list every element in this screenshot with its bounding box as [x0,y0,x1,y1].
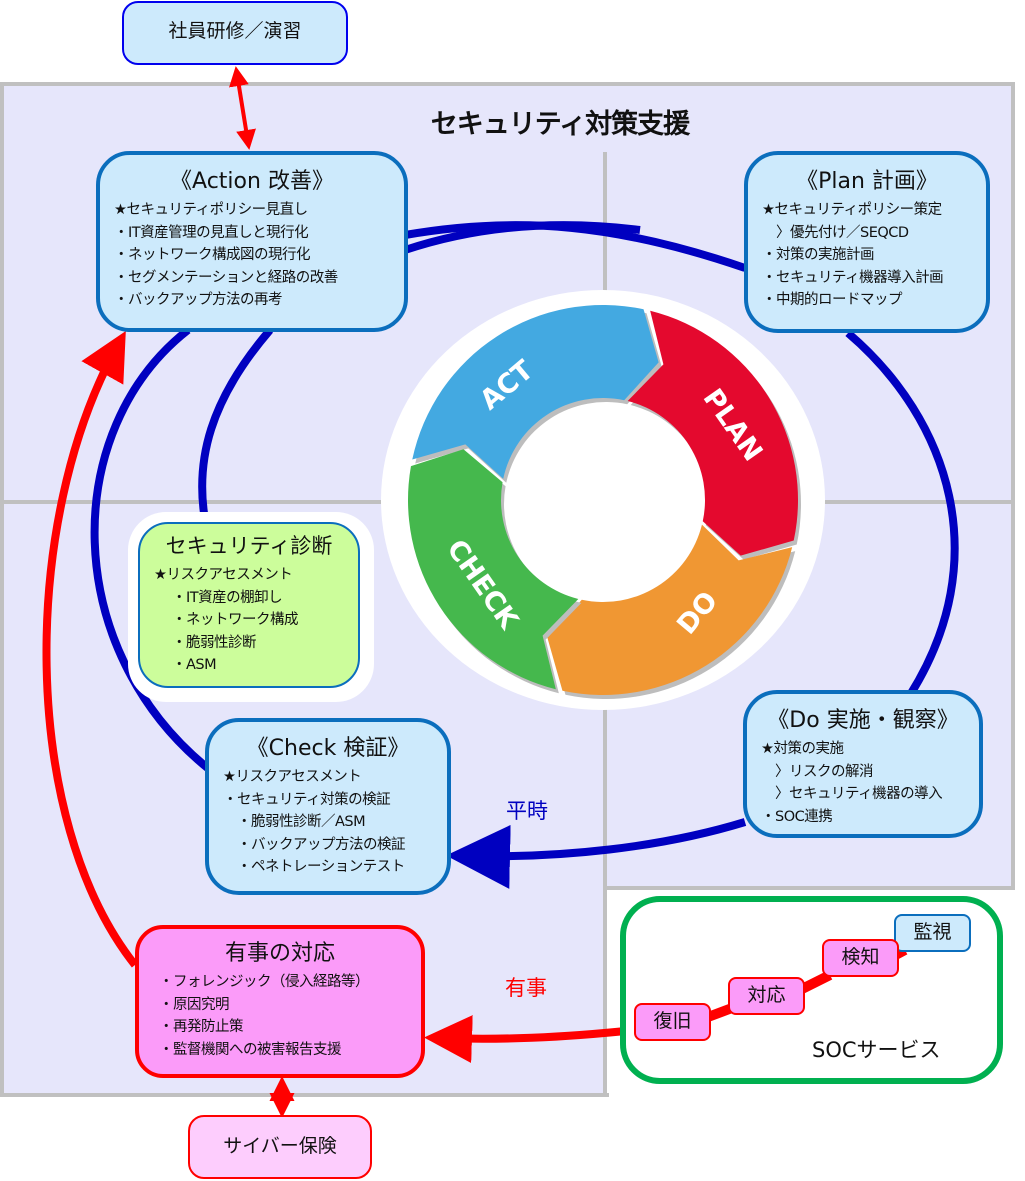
list-item: ・対策の実施計画 [762,247,875,263]
emergency-response-title: 有事の対応 [224,941,335,966]
list-item: ・フォレンジック（侵入経路等） [159,974,370,990]
diagnosis-box: セキュリティ診断 ★リスクアセスメント・IT資産の棚卸し・ネットワーク構成・脆弱… [138,522,360,688]
normal-flow-arrow [446,818,747,889]
list-item: ・監督機関への被害報告支援 [159,1041,342,1058]
normal-cycle-top-2 [403,221,641,254]
panel-border-right [1011,82,1015,890]
list-item: ★セキュリティポリシー見直し [114,202,308,218]
list-item: ★リスクアセスメント [223,769,362,785]
list-item: ・IT資産管理の見直しと現行化 [114,224,309,241]
soc-step-monitor: 監視 [894,914,971,952]
cycle-segment-act [412,305,659,479]
plan-phase-box: 《Plan 計画》 ★セキュリティポリシー策定〉優先付け／SEQCD ・対策の実施… [744,151,990,333]
list-item: ・セグメンテーションと経路の改善 [114,269,338,286]
emergency-return-arrow [42,331,139,968]
cycle-segment-plan [627,310,798,556]
do-phase-title: 《Do 実施・観察》 [767,708,959,733]
list-item: ★リスクアセスメント [154,567,293,583]
soc-service-label: SOCサービス [812,1038,941,1062]
normal-cycle-top-1 [404,221,747,272]
list-item: ・ASM [172,657,217,673]
training-box: 社員研修／演習 [122,1,348,65]
check-phase-list: ★リスクアセスメント・セキュリティ対策の検証・脆弱性診断／ASM ・バックアップ方… [223,766,433,879]
list-item: ・ネットワーク構成 [172,612,299,628]
cycle-segment-do [547,524,793,695]
training-link-arrow [229,66,256,150]
normal-cycle-right [845,329,959,698]
list-item: ・SOC連携 [761,808,833,825]
emergency-response-box: 有事の対応 ・フォレンジック（侵入経路等） ・原因究明・再発防止策・監督機関への被… [135,925,425,1078]
emergency-response-list: ・フォレンジック（侵入経路等） ・原因究明・再発防止策・監督機関への被害報告支援 [159,971,401,1061]
list-item: 〉リスクの解消 [775,763,874,780]
list-item: ・ペネトレーションテスト [237,859,405,875]
list-item: 〉セキュリティ機器の導入 [775,786,943,802]
diagnosis-list: ★リスクアセスメント・IT資産の棚卸し・ネットワーク構成・脆弱性診断・ASM [154,564,344,677]
list-item: ・脆弱性診断 [172,634,257,651]
check-phase-title: 《Check 検証》 [246,736,410,761]
do-phase-list: ★対策の実施〉リスクの解消〉セキュリティ機器の導入・SOC連携 [761,738,965,828]
normal-cycle-loop-outer [90,326,213,774]
do-phase-box: 《Do 実施・観察》 ★対策の実施〉リスクの解消〉セキュリティ機器の導入・SOC… [743,690,983,838]
check-phase-box: 《Check 検証》 ★リスクアセスメント・セキュリティ対策の検証・脆弱性診断／… [205,718,451,895]
plan-phase-list: ★セキュリティポリシー策定〉優先付け／SEQCD ・対策の実施計画・セキュリティ機… [762,199,972,312]
list-item: ・ネットワーク構成図の現行化 [114,247,311,263]
list-item: ・セキュリティ機器導入計画 [762,269,944,286]
insurance-box: サイバー保険 [188,1115,372,1179]
list-item: ・中期的ロードマップ [762,292,903,308]
action-phase-box: 《Action 改善》 ★セキュリティポリシー見直し・IT資産管理の見直しと現行… [96,151,408,332]
soc-step-respond: 対応 [728,977,805,1015]
action-phase-list: ★セキュリティポリシー見直し・IT資産管理の見直しと現行化・ネットワーク構成図の… [114,199,390,312]
list-item: ・原因究明 [159,996,230,1013]
cycle-center [509,408,697,592]
normal-state-label: 平時 [506,799,548,823]
list-item: ・再発防止策 [159,1019,244,1035]
list-item: ・セキュリティ対策の検証 [223,791,391,808]
main-title: セキュリティ対策支援 [430,109,690,140]
list-item: ・IT資産の棚卸し [172,589,283,606]
panel-border-bottom [0,1093,609,1097]
panel-border-top [0,82,1015,86]
action-phase-title: 《Action 改善》 [170,169,334,194]
plan-phase-title: 《Plan 計画》 [796,169,938,194]
soc-step-recover: 復旧 [634,1003,711,1041]
list-item: ★対策の実施 [761,741,844,757]
panel-border-left [0,82,4,1097]
list-item: ・脆弱性診断／ASM [237,814,366,830]
list-item: ★セキュリティポリシー策定 [762,202,942,218]
list-item: ・バックアップ方法の検証 [237,836,406,853]
list-item: 〉優先付け／SEQCD [776,224,909,241]
diagnosis-title: セキュリティ診断 [165,534,333,558]
normal-cycle-loop-inner [198,327,274,521]
soc-to-emergency-arrow [424,1015,636,1064]
cycle-segment-check [408,449,579,690]
soc-area-border-top [605,886,1015,890]
soc-step-detect: 検知 [822,939,899,977]
emergency-state-label: 有事 [505,976,547,1000]
list-item: ・バックアップ方法の再考 [114,292,283,308]
